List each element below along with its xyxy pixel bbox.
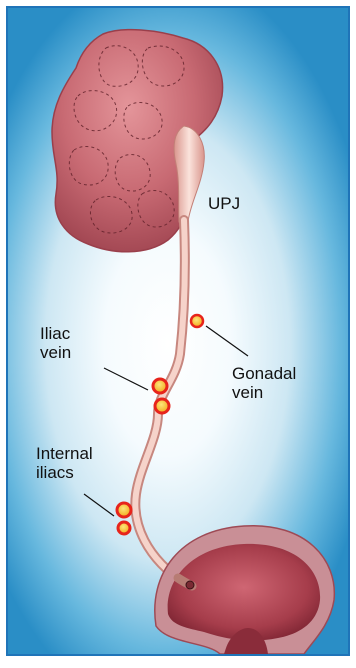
- gonadal-leader-line: [206, 326, 248, 356]
- ureteral-orifice: [186, 581, 194, 589]
- renal-pelvis: [174, 126, 204, 222]
- internal-iliacs-markers: [117, 503, 131, 534]
- internal-iliacs-leader-line: [84, 494, 114, 516]
- gonadal-vein-marker: [191, 315, 203, 327]
- gonadal-vein-label: Gonadal vein: [232, 364, 296, 402]
- bladder: [155, 526, 335, 654]
- upj-label: UPJ: [208, 194, 240, 213]
- illustration-frame: UPJ Gonadal vein Iliac vein Internal ili…: [6, 6, 350, 656]
- gonadal-vein-label-line2: vein: [232, 383, 296, 402]
- iliac-leader-line: [104, 368, 148, 390]
- internal-iliacs-label-line1: Internal: [36, 444, 93, 463]
- gonadal-vein-label-line1: Gonadal: [232, 364, 296, 383]
- internal-iliacs-label-line2: iliacs: [36, 463, 93, 482]
- iliac-vein-label-line2: vein: [40, 343, 71, 362]
- iliac-vein-label-line1: Iliac: [40, 324, 71, 343]
- iliac-vein-label: Iliac vein: [40, 324, 71, 362]
- internal-iliacs-label: Internal iliacs: [36, 444, 93, 482]
